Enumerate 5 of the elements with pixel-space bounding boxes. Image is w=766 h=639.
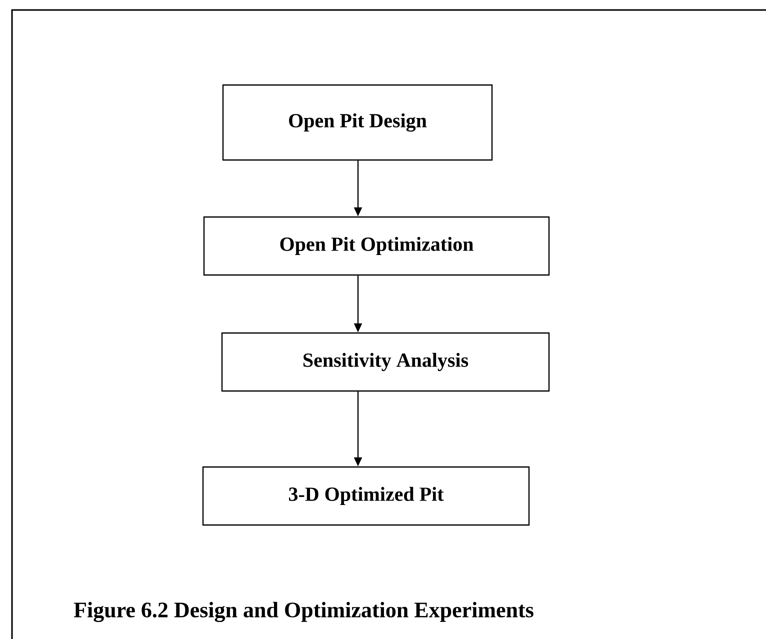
process-box: Open Pit Design [222, 84, 493, 161]
caption: Figure 6.2 Design and Optimization Experiments [74, 602, 534, 622]
process-box: Open Pit Optimization [203, 216, 550, 276]
process-box: Sensitivity Analysis [221, 332, 550, 392]
process-box: 3-D Optimized Pit [202, 466, 530, 526]
